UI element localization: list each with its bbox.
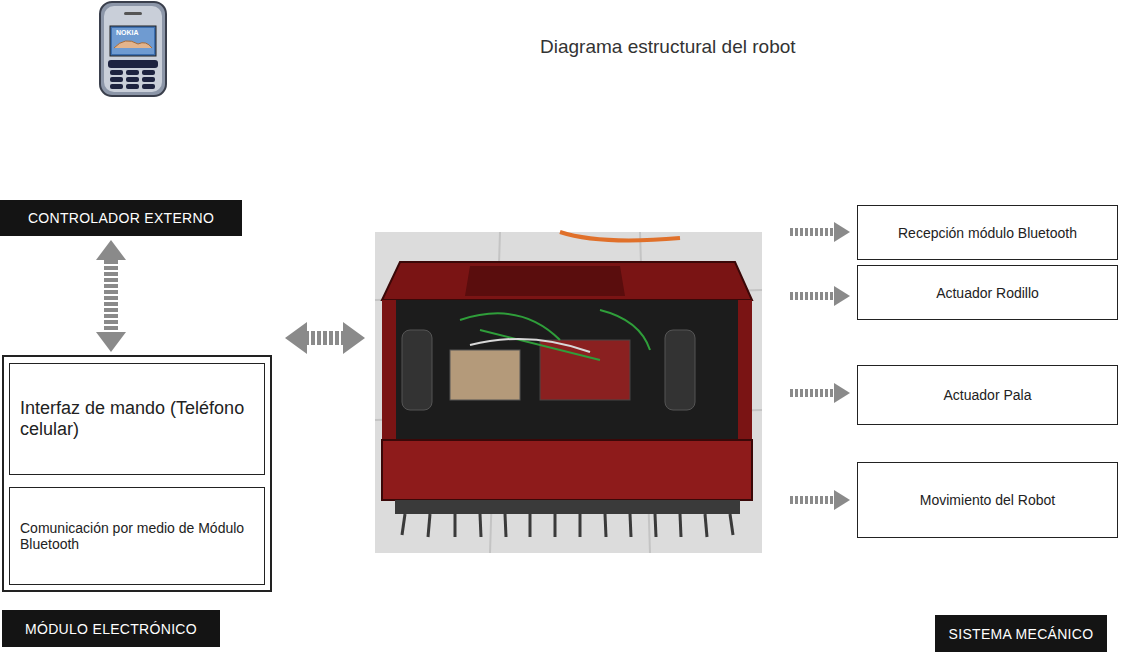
node-text: Interfaz de mando (Teléfono celular) xyxy=(20,398,254,440)
controller-band: CONTROLADOR EXTERNO xyxy=(0,200,242,236)
node-text: Comunicación por medio de Módulo Bluetoo… xyxy=(20,520,254,552)
node-text: CONTROLADOR EXTERNO xyxy=(28,210,214,226)
interface-box: Interfaz de mando (Teléfono celular) xyxy=(9,363,265,475)
node-text: Movimiento del Robot xyxy=(920,492,1055,508)
node-text: Actuador Rodillo xyxy=(936,285,1039,301)
node-text: SISTEMA MECÁNICO xyxy=(949,626,1094,642)
bluetooth-box: Comunicación por medio de Módulo Bluetoo… xyxy=(9,487,265,585)
double-arrow xyxy=(285,322,365,354)
phone-illustration xyxy=(100,2,166,96)
double-arrow-connector xyxy=(96,240,126,352)
node-text: Recepción módulo Bluetooth xyxy=(898,225,1077,241)
mechanical-band: SISTEMA MECÁNICO xyxy=(935,615,1107,652)
mechanical-box: Actuador Pala xyxy=(857,365,1118,425)
node-text: Actuador Pala xyxy=(944,387,1032,403)
mechanical-box: Actuador Rodillo xyxy=(857,265,1118,320)
mechanical-box: Recepción módulo Bluetooth xyxy=(857,205,1118,260)
group-heading: MÓDULO ELECTRÓNICO xyxy=(2,610,220,647)
mechanical-box: Movimiento del Robot xyxy=(857,462,1118,538)
phone-brand: NOKIA xyxy=(116,29,139,36)
diagram-title: Diagrama estructural del robot xyxy=(540,36,796,58)
robot-photo xyxy=(375,232,762,553)
output-arrows xyxy=(790,222,850,510)
module-box: MÓDULO ELECTRÓNICOInterfaz de mando (Tel… xyxy=(2,355,272,592)
